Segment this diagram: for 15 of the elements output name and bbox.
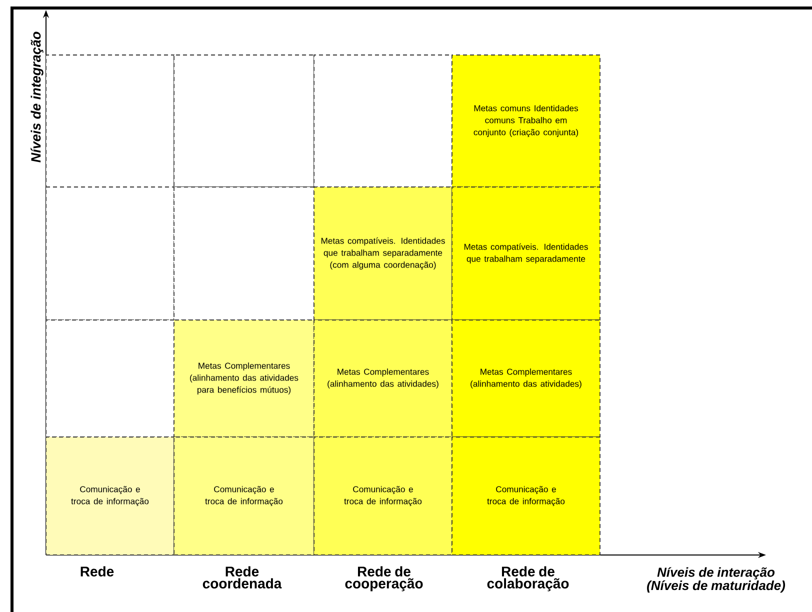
grid-cell: Metas Complementares (alinhamento das atividades)	[452, 320, 600, 438]
grid-cell: Metas Complementares (alinhamento das atividades para benefícios mútuos)	[174, 320, 314, 438]
axis-title: Níveis de interação (Níveis de maturidade)	[647, 567, 786, 593]
column-label: Rede de cooperação	[345, 566, 423, 592]
grid-cell: Metas comuns Identidades comuns Trabalho em conjunto (criação conjunta)	[452, 54, 600, 188]
axis-title: Níveis de integração	[30, 32, 44, 162]
grid-cell: Comunicação e troca de informação	[314, 436, 452, 556]
grid-cell: Metas compatíveis. Identidades que trabalham separadamente (com alguma coordenação)	[314, 186, 452, 320]
grid-cell: Metas Complementares (alinhamento das atividades)	[314, 320, 452, 438]
grid-cell: Metas compatíveis. Identidades que trabalham separadamente	[452, 186, 600, 320]
grid-cell: Comunicação e troca de informação	[452, 436, 600, 556]
grid-cell: Comunicação e troca de informação	[46, 436, 174, 556]
column-label: Rede coordenada	[202, 566, 282, 588]
column-label: Rede de colaboração	[487, 566, 569, 592]
grid-cell: Comunicação e troca de informação	[174, 436, 314, 556]
